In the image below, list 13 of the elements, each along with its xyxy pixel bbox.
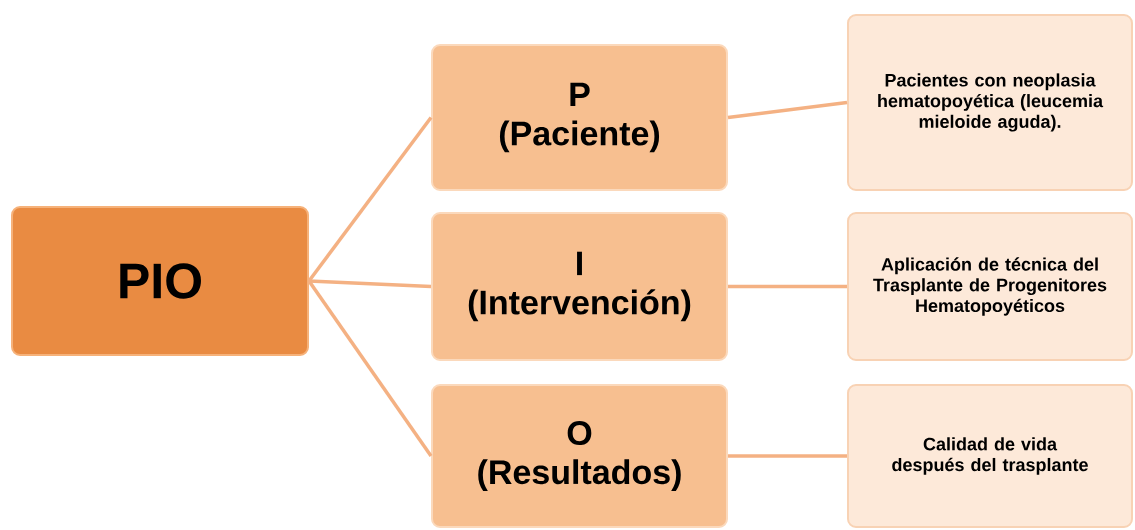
description-box: Aplicación de técnica del Trasplante de Progenitores Hematopoyéticos [847, 212, 1133, 361]
category-box: P (Paciente) [431, 44, 728, 191]
category-box: O (Resultados) [431, 384, 728, 528]
connector-line [727, 100, 848, 120]
description-box: Pacientes con neoplasia hematopoyética (leucemia mieloide aguda). [847, 14, 1133, 191]
connector-line [307, 116, 433, 283]
connector-line [728, 284, 847, 289]
category-box: I (Intervención) [431, 212, 728, 361]
connector-line [307, 280, 433, 457]
connector-line [728, 454, 847, 458]
description-box: Calidad de vida después del trasplante [847, 384, 1133, 528]
root-box: PIO [11, 206, 309, 356]
connector-line [308, 279, 432, 289]
